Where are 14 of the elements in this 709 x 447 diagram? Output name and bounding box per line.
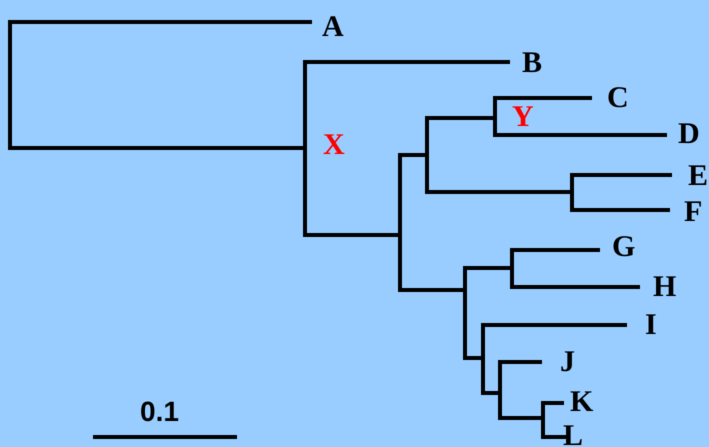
taxon-label: G: [612, 232, 636, 262]
node-label: X: [323, 130, 345, 160]
node-label: Y: [512, 102, 534, 132]
taxon-label: B: [522, 48, 542, 78]
taxon-label: I: [645, 310, 657, 340]
taxon-label: K: [570, 387, 594, 417]
taxon-label: H: [653, 272, 676, 302]
scale-value: 0.1: [140, 398, 179, 426]
taxon-label: D: [678, 119, 700, 149]
taxon-label: E: [688, 161, 708, 191]
taxon-label: C: [607, 83, 629, 113]
taxon-label: A: [322, 12, 344, 42]
taxon-label: J: [560, 347, 575, 377]
taxon-label: F: [684, 197, 702, 227]
